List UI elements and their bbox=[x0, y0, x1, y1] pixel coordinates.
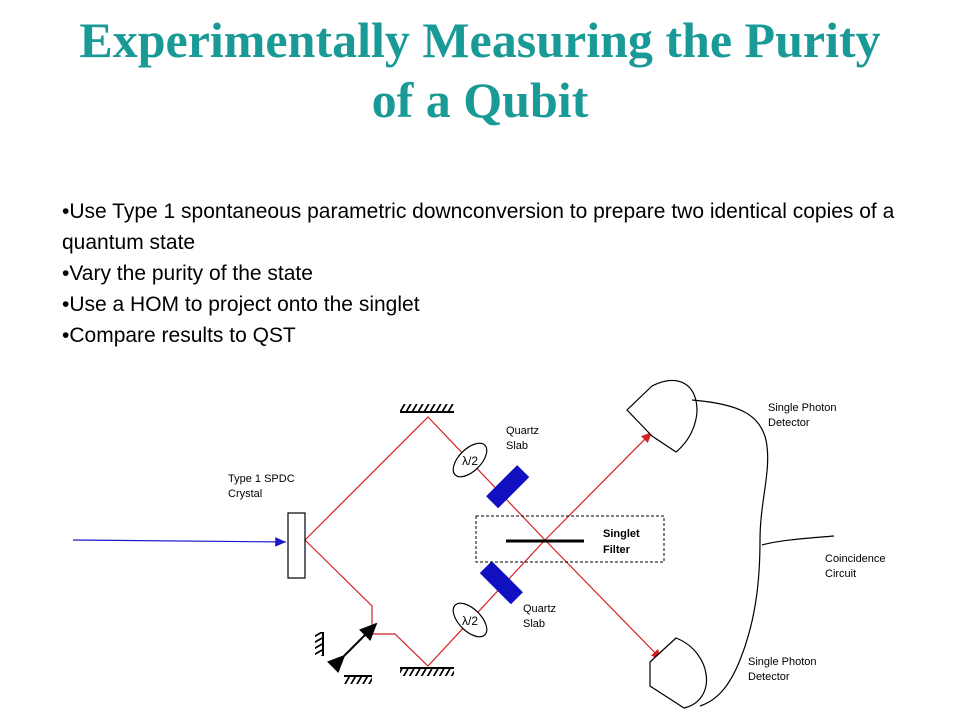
half-wave-plate-top: λ/2 bbox=[452, 442, 488, 478]
coincidence-label: Coincidence Circuit bbox=[825, 553, 889, 580]
quartz-slab-top-label: Quartz Slab bbox=[506, 425, 542, 452]
bullet-item: •Vary the purity of the state bbox=[62, 262, 313, 285]
translation-stage-arrow bbox=[327, 622, 378, 673]
bullet-item: •Use a HOM to project onto the singlet bbox=[62, 293, 420, 316]
svg-text:λ/2: λ/2 bbox=[462, 454, 478, 468]
spdc-crystal bbox=[287, 512, 306, 579]
bullet-item: •Use Type 1 spontaneous parametric downc… bbox=[62, 200, 895, 254]
slide-title: Experimentally Measuring the Purity of a… bbox=[0, 10, 960, 130]
title-line-1: Experimentally Measuring the Purity bbox=[79, 12, 881, 68]
quartz-slab-bottom bbox=[479, 561, 523, 605]
singlet-filter-box bbox=[475, 515, 665, 563]
detector-bottom-label: Single Photon Detector bbox=[748, 656, 820, 683]
mirror-bottom bbox=[400, 667, 454, 676]
svg-text:λ/2: λ/2 bbox=[462, 614, 478, 628]
crystal-label: Type 1 SPDC Crystal bbox=[228, 473, 298, 500]
bullet-item: •Compare results to QST bbox=[62, 324, 296, 347]
delay-mirror-vertical bbox=[315, 632, 324, 656]
pump-beam bbox=[72, 537, 287, 547]
bullet-list: •Use Type 1 spontaneous parametric downc… bbox=[62, 196, 932, 351]
detector-bottom bbox=[649, 637, 707, 709]
detector-top bbox=[626, 379, 698, 453]
quartz-slab-top bbox=[486, 465, 530, 509]
coincidence-cables bbox=[691, 399, 835, 707]
singlet-filter-label: Singlet Filter bbox=[603, 528, 643, 556]
mirror-top bbox=[400, 404, 454, 413]
title-line-2: of a Qubit bbox=[371, 72, 589, 128]
detector-top-label: Single Photon Detector bbox=[768, 402, 840, 429]
half-wave-plate-bottom: λ/2 bbox=[452, 602, 488, 638]
quartz-slab-bottom-label: Quartz Slab bbox=[523, 603, 559, 630]
delay-mirror-horizontal bbox=[344, 675, 372, 684]
